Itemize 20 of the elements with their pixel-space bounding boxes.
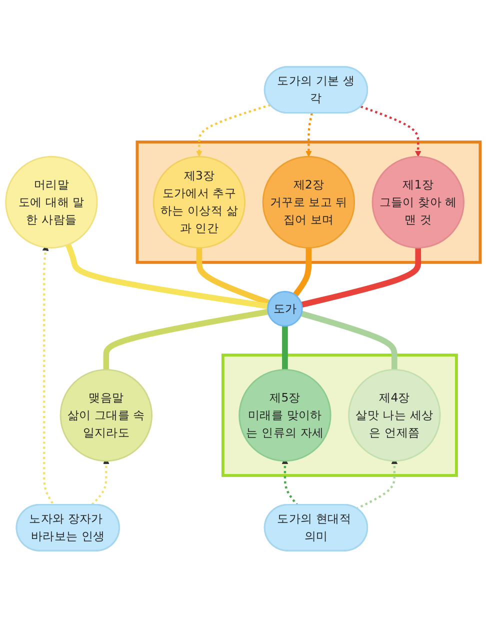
node-circle: 맺음말 삶이 그대를 속일지라도 <box>60 368 153 462</box>
cluster <box>221 353 458 477</box>
node-circle: 제4장 살맛 나는 세상은 언제쯤 <box>348 368 441 462</box>
connector <box>292 247 312 296</box>
connector <box>103 308 269 370</box>
node-circle: 제3장 도가에서 추구하는 이상적 삶과 인간 <box>152 156 246 248</box>
connector <box>300 247 422 308</box>
arrow <box>360 105 422 157</box>
node-circle: 제1장 그들이 찾아 헤맨 것 <box>372 156 464 248</box>
arrow <box>196 104 271 157</box>
node-circle: 제5장 미래를 맞이하는 인류의 자세 <box>238 368 332 462</box>
node-circle: 머리말 도에 대해 말한 사람들 <box>5 156 98 248</box>
connector <box>300 310 398 370</box>
connector <box>282 325 288 370</box>
arrow <box>305 112 313 157</box>
node-circle: 제2장 거꾸로 보고 뒤집어 보며 <box>262 156 356 248</box>
connector <box>196 247 270 306</box>
cluster <box>136 140 482 264</box>
node-circle: 도가 <box>267 290 303 326</box>
connector <box>65 243 268 309</box>
